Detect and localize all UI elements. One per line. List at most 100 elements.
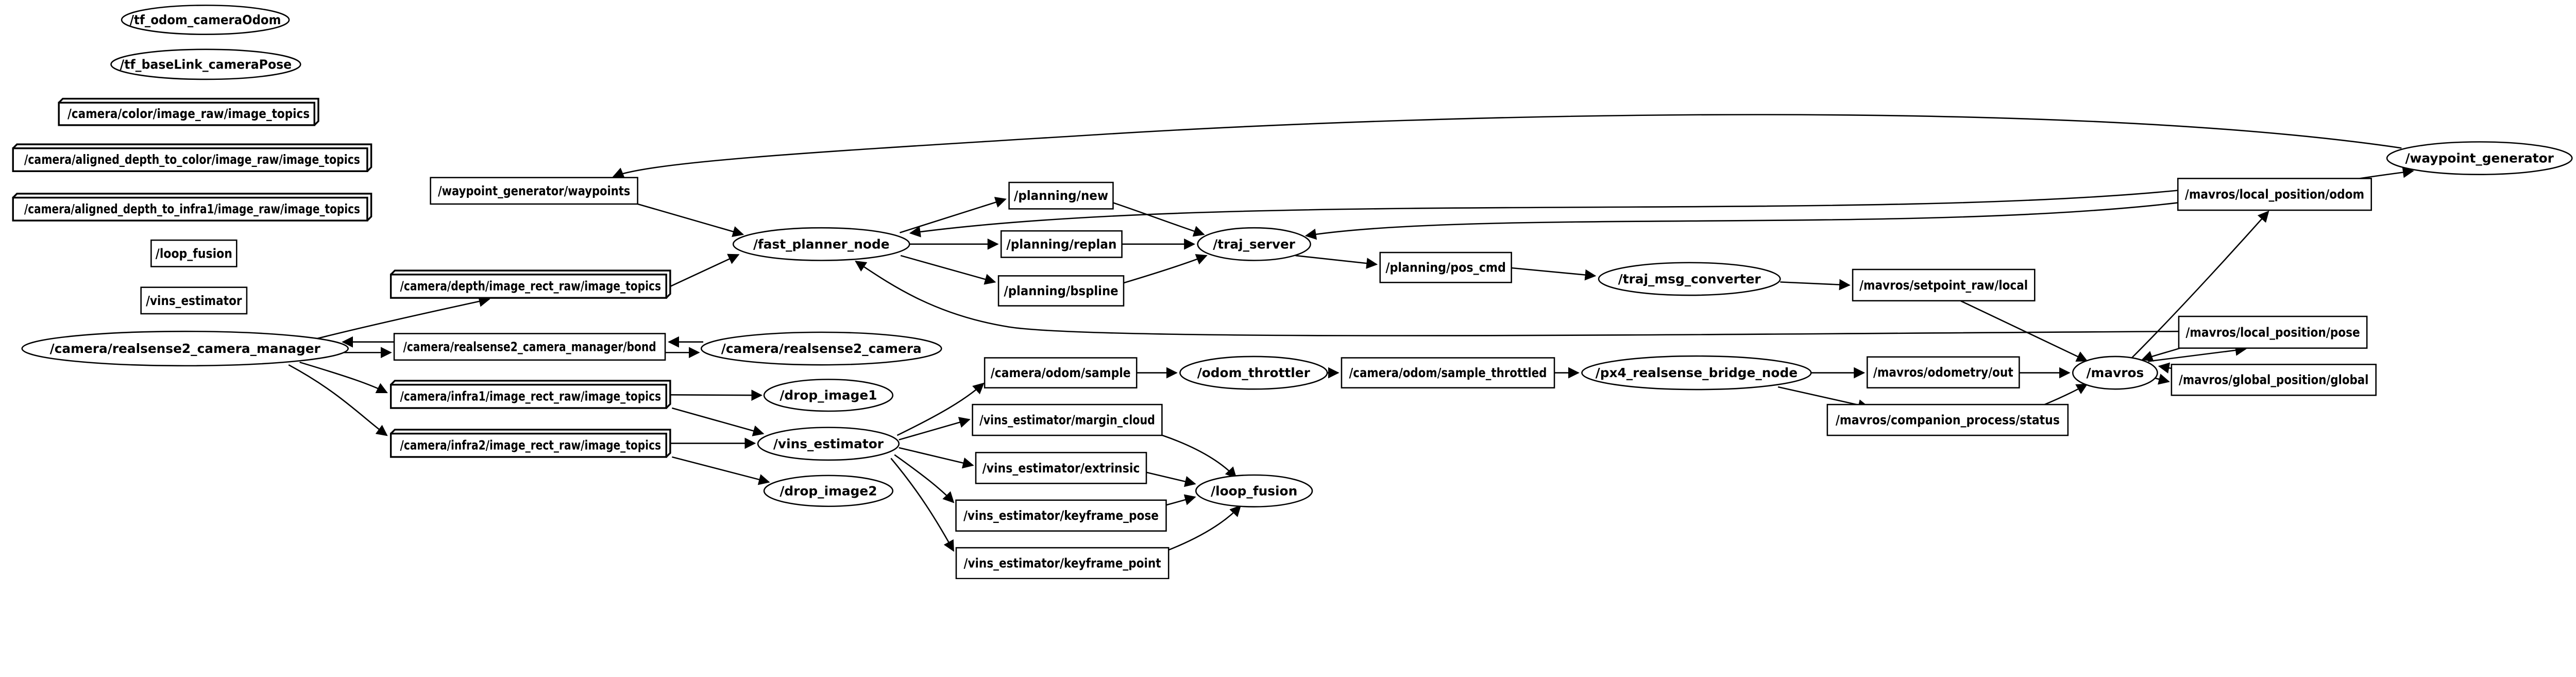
node-mavros-odometry-out: /mavros/odometry/out: [1866, 356, 2020, 388]
node-vins-estimator-margin-cloud: /vins_estimator/margin_cloud: [972, 403, 1163, 436]
node-planning-pos-cmd: /planning/pos_cmd: [1379, 251, 1512, 283]
edge-vins-estimator-margin-cloud-to-loop-fusion-node: [1162, 434, 1237, 479]
node-mavros-companion-process-status: /mavros/companion_process/status: [1826, 403, 2069, 436]
node-vins-estimator-topic: /vins_estimator: [140, 286, 248, 315]
node-label-vins-estimator-keyframe-point: /vins_estimator/keyframe_point: [964, 556, 1161, 571]
node-loop-fusion-node: /loop_fusion: [1195, 474, 1313, 507]
node-label-mavros-global-position-global: /mavros/global_position/global: [2179, 373, 2368, 387]
node-label-drop-image1: /drop_image1: [779, 388, 877, 403]
node-planning-bspline: /planning/bspline: [997, 275, 1125, 307]
edges-layer: [288, 114, 2414, 552]
node-label-traj-server: /traj_server: [1213, 236, 1296, 251]
node-vins-estimator: /vins_estimator: [757, 427, 900, 461]
edge-mavros-local-position-pose-to-fast-planner-node: [855, 260, 2179, 336]
node-label-tf-odom-cameraOdom: /tf_odom_cameraOdom: [130, 12, 281, 27]
node-planning-replan: /planning/replan: [1000, 230, 1123, 258]
edge-mavros-companion-process-status-to-mavros: [2044, 383, 2088, 405]
edge-realsense2-camera-manager-to-camera-infra1-image-topics: [299, 361, 388, 394]
node-drop-image1: /drop_image1: [763, 379, 894, 412]
edge-vins-estimator-to-vins-estimator-keyframe-point: [890, 458, 954, 552]
node-camera-odom-sample: /camera/odom/sample: [984, 357, 1138, 388]
node-vins-estimator-keyframe-point: /vins_estimator/keyframe_point: [955, 547, 1170, 579]
edge-mavros-to-mavros-local-position-odom: [2131, 210, 2269, 359]
node-camera-aligned-depth-to-color: /camera/aligned_depth_to_color/image_raw…: [12, 143, 372, 172]
node-mavros-local-position-odom: /mavros/local_position/odom: [2177, 178, 2372, 211]
node-camera-infra1-image-topics: /camera/infra1/image_rect_raw/image_topi…: [389, 380, 671, 409]
edge-vins-estimator-to-camera-odom-sample: [896, 382, 985, 436]
node-px4-realsense-bridge-node: /px4_realsense_bridge_node: [1581, 355, 1812, 391]
edge-planning-pos-cmd-to-traj-msg-converter: [1511, 267, 1597, 281]
edge-vins-estimator-extrinsic-to-loop-fusion-node: [1146, 471, 1196, 487]
edge-mavros-local-position-pose-to-mavros: [2141, 347, 2181, 362]
node-label-realsense2-camera-manager: /camera/realsense2_camera_manager: [50, 341, 321, 356]
node-camera-depth-image-topics: /camera/depth/image_rect_raw/image_topic…: [389, 269, 671, 299]
nodes-layer: /tf_odom_cameraOdom/tf_baseLink_cameraPo…: [12, 4, 2573, 579]
node-label-camera-odom-sample: /camera/odom/sample: [991, 365, 1131, 380]
edge-realsense2-camera-manager-to-camera-infra2-image-topics: [288, 364, 388, 436]
node-odom-throttler: /odom_throttler: [1179, 356, 1328, 390]
node-label-fast-planner-node: /fast_planner_node: [753, 236, 890, 251]
node-label-mavros-local-position-pose: /mavros/local_position/pose: [2185, 325, 2360, 340]
node-tf-odom-cameraOdom: /tf_odom_cameraOdom: [121, 4, 290, 35]
node-waypoint-generator: /waypoint_generator: [2386, 141, 2573, 175]
node-label-mavros-setpoint-raw-local: /mavros/setpoint_raw/local: [1859, 278, 2028, 293]
edge-camera-infra2-image-topics-to-drop-image2: [671, 456, 770, 485]
node-label-odom-throttler: /odom_throttler: [1197, 365, 1311, 380]
edge-vins-estimator-to-vins-estimator-extrinsic: [899, 447, 974, 469]
node-realsense2-camera-manager: /camera/realsense2_camera_manager: [21, 330, 349, 367]
node-label-vins-estimator-margin-cloud: /vins_estimator/margin_cloud: [979, 413, 1155, 428]
node-vins-estimator-keyframe-pose: /vins_estimator/keyframe_pose: [955, 499, 1167, 532]
node-label-planning-pos-cmd: /planning/pos_cmd: [1385, 260, 1506, 275]
edge-mavros-local-position-odom-to-fast-planner-node: [909, 190, 2178, 238]
node-label-loop-fusion-node: /loop_fusion: [1211, 483, 1297, 498]
edge-waypoint-generator-to-waypoint-generator-waypoints: [612, 114, 2402, 178]
node-camera-infra2-image-topics: /camera/infra2/image_rect_raw/image_topi…: [389, 429, 671, 458]
edge-px4-realsense-bridge-node-to-mavros-companion-process-status: [1777, 386, 1870, 411]
node-label-camera-realsense2-camera: /camera/realsense2_camera: [721, 341, 922, 356]
edge-mavros-local-position-odom-to-waypoint-generator: [2359, 166, 2414, 179]
edge-planning-new-to-traj-server: [1113, 202, 1205, 237]
edge-camera-infra1-image-topics-to-vins-estimator: [671, 407, 765, 436]
node-mavros-local-position-pose: /mavros/local_position/pose: [2178, 315, 2368, 349]
node-label-loop-fusion-topic: /loop_fusion: [156, 246, 232, 261]
rqt-graph-canvas: /tf_odom_cameraOdom/tf_baseLink_cameraPo…: [12, 4, 2573, 579]
node-label-camera-aligned-depth-to-color: /camera/aligned_depth_to_color/image_raw…: [24, 152, 360, 167]
node-tf-baseLink-cameraPose: /tf_baseLink_cameraPose: [110, 48, 301, 80]
node-mavros-setpoint-raw-local: /mavros/setpoint_raw/local: [1852, 268, 2036, 302]
node-loop-fusion-topic: /loop_fusion: [150, 239, 238, 267]
edge-camera-depth-image-topics-to-fast-planner-node: [670, 253, 740, 287]
node-waypoint-generator-waypoints: /waypoint_generator/waypoints: [430, 177, 638, 205]
node-label-vins-estimator-extrinsic: /vins_estimator/extrinsic: [982, 461, 1140, 476]
node-label-camera-infra1-image-topics: /camera/infra1/image_rect_raw/image_topi…: [400, 388, 661, 403]
node-graph: /tf_odom_cameraOdom/tf_baseLink_cameraPo…: [12, 4, 2573, 579]
node-vins-estimator-extrinsic: /vins_estimator/extrinsic: [975, 452, 1147, 484]
node-label-vins-estimator: /vins_estimator: [773, 436, 884, 451]
node-label-camera-color-image-topics: /camera/color/image_raw/image_topics: [67, 106, 310, 121]
edge-vins-estimator-keyframe-pose-to-loop-fusion-node: [1166, 494, 1196, 506]
node-label-planning-bspline: /planning/bspline: [1004, 283, 1118, 298]
node-camera-color-image-topics: /camera/color/image_raw/image_topics: [58, 97, 319, 126]
node-label-vins-estimator-keyframe-pose: /vins_estimator/keyframe_pose: [963, 508, 1159, 523]
edge-mavros-to-mavros-local-position-pose: [2148, 345, 2247, 362]
edge-mavros-to-mavros-global-position-global: [2155, 374, 2170, 385]
edge-traj-server-to-planning-pos-cmd: [1295, 255, 1378, 269]
node-traj-msg-converter: /traj_msg_converter: [1598, 262, 1781, 296]
node-planning-new: /planning/new: [1008, 181, 1114, 210]
edge-traj-msg-converter-to-mavros-setpoint-raw-local: [1780, 279, 1851, 291]
node-drop-image2: /drop_image2: [763, 475, 894, 507]
edge-waypoint-generator-waypoints-to-fast-planner-node: [637, 203, 744, 238]
node-label-mavros-odometry-out: /mavros/odometry/out: [1873, 365, 2013, 380]
node-label-mavros-local-position-odom: /mavros/local_position/odom: [2185, 187, 2364, 202]
edge-vins-estimator-to-vins-estimator-margin-cloud: [899, 417, 971, 441]
node-label-camera-depth-image-topics: /camera/depth/image_rect_raw/image_topic…: [400, 279, 661, 294]
node-mavros-global-position-global: /mavros/global_position/global: [2171, 364, 2377, 396]
node-camera-odom-sample-throttled: /camera/odom/sample_throttled: [1341, 357, 1555, 388]
edge-mavros-local-position-odom-to-traj-server: [1304, 202, 2178, 240]
edge-vins-estimator-keyframe-point-to-loop-fusion-node: [1168, 505, 1242, 551]
edge-mavros-setpoint-raw-local-to-mavros: [1960, 300, 2088, 362]
node-label-tf-baseLink-cameraPose: /tf_baseLink_cameraPose: [120, 57, 292, 72]
edge-vins-estimator-to-vins-estimator-keyframe-pose: [894, 454, 955, 503]
node-camera-realsense2-camera: /camera/realsense2_camera: [700, 331, 942, 366]
node-label-waypoint-generator: /waypoint_generator: [2405, 151, 2554, 166]
node-camera-aligned-depth-to-infra1: /camera/aligned_depth_to_infra1/image_ra…: [12, 193, 372, 222]
